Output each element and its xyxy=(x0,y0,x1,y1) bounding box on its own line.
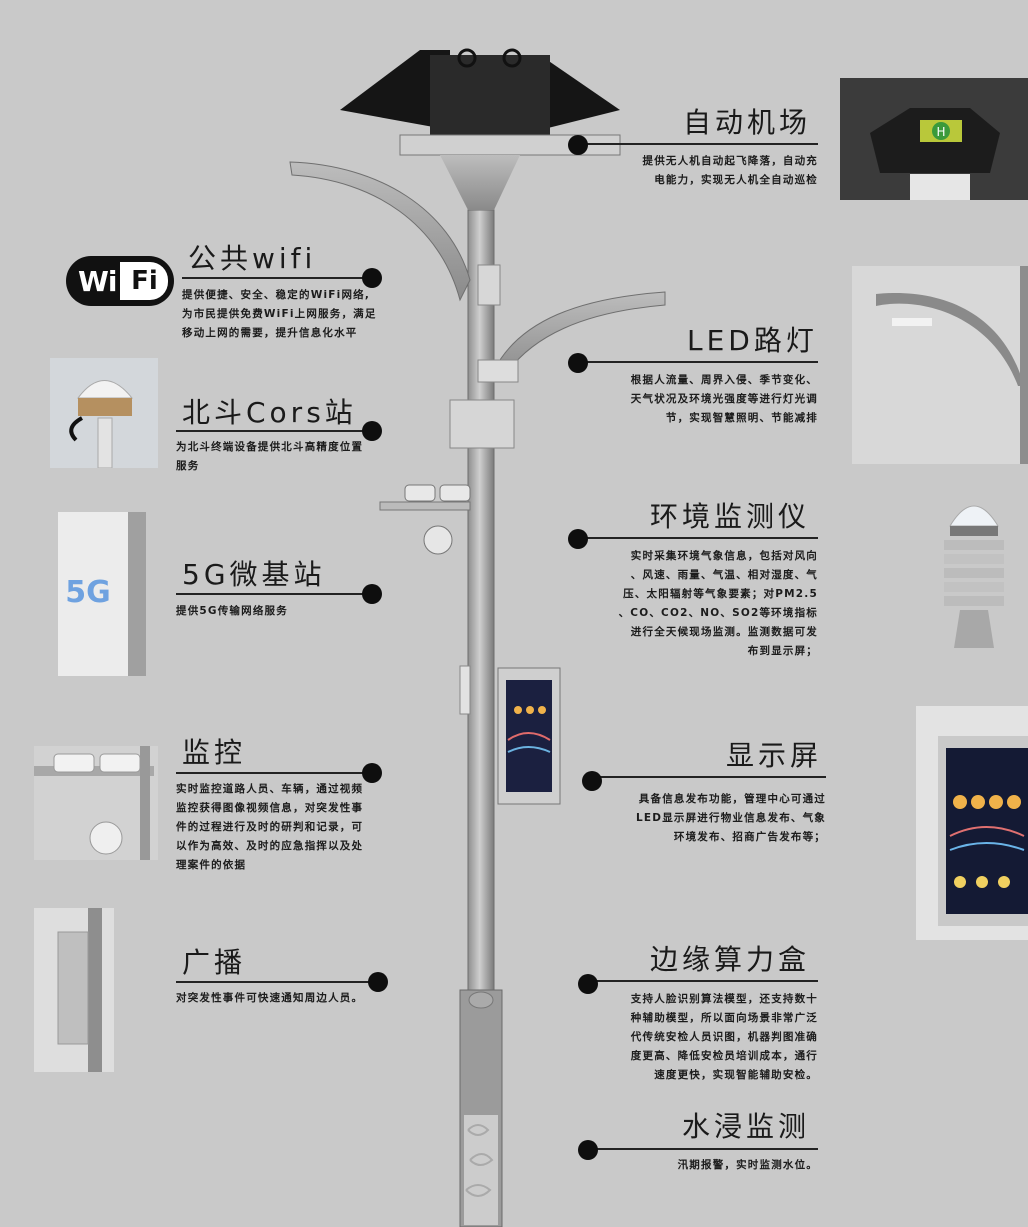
feature-title: 环境监测仪 xyxy=(650,500,811,533)
feature-dot-icon xyxy=(362,421,382,441)
feature-title: LED路灯 xyxy=(687,324,818,357)
feature-desc: 具备信息发布功能，管理中心可通过 LED显示屏进行物业信息发布、气象 环境发布、… xyxy=(636,793,826,843)
feature-rule xyxy=(586,537,818,539)
feature-desc: 支持人脸识别算法模型，还支持数十 种辅助模型，所以面向场景非常广泛 代传统安检人… xyxy=(630,993,818,1081)
display-screen-photo xyxy=(916,706,1028,940)
feature-dot-icon xyxy=(362,584,382,604)
feature-dot-icon xyxy=(568,135,588,155)
feature-title: 边缘算力盒 xyxy=(650,943,811,976)
drone-airport-roof xyxy=(340,50,450,130)
feature-desc: 根据人流量、周界入侵、季节变化、 天气状况及环境光强度等进行灯光调 节，实现智慧… xyxy=(630,374,818,424)
drone-airport-photo: H xyxy=(840,78,1028,200)
feature-desc: 为北斗终端设备提供北斗高精度位置 服务 xyxy=(176,441,364,472)
feature-dot-icon xyxy=(568,353,588,373)
feature-rule xyxy=(176,772,372,774)
feature-title: 5G微基站 xyxy=(182,558,326,591)
feature-rule xyxy=(600,776,826,778)
feature-desc: 实时监控道路人员、车辆，通过视频 监控获得图像视频信息，对突发性事 件的过程进行… xyxy=(176,783,364,871)
feature-dot-icon xyxy=(362,268,382,288)
env-monitor-photo xyxy=(920,488,1028,666)
feature-dot-icon xyxy=(578,1140,598,1160)
fiveg-badge: 5G xyxy=(65,575,111,610)
feature-rule xyxy=(586,361,818,363)
feature-title: 监控 xyxy=(182,736,247,769)
wifi-logo-fi: Fi xyxy=(120,262,169,300)
feature-desc: 汛期报警，实时监测水位。 xyxy=(677,1159,818,1171)
feature-desc: 提供无人机自动起飞降落，自动充 电能力，实现无人机全自动巡检 xyxy=(642,155,818,186)
broadcast-speaker-photo xyxy=(34,908,114,1072)
feature-title: 北斗Cors站 xyxy=(182,396,357,429)
helipad-letter: H xyxy=(936,125,945,139)
feature-title: 水浸监测 xyxy=(682,1110,811,1143)
feature-dot-icon xyxy=(582,771,602,791)
feature-rule xyxy=(176,430,372,432)
feature-title: 公共wifi xyxy=(188,242,317,275)
feature-desc: 实时采集环境气象信息，包括对风向 、风速、雨量、气温、相对湿度、气 压、太阳辐射… xyxy=(618,550,818,657)
feature-title: 显示屏 xyxy=(726,739,823,772)
smart-pole-illustration xyxy=(289,48,666,1227)
feature-desc: 提供便捷、安全、稳定的WiFi网络, 为市民提供免费WiFi上网服务，满足 移动… xyxy=(182,289,377,339)
wifi-logo-icon: Wi Fi xyxy=(66,256,174,306)
feature-dot-icon xyxy=(368,972,388,992)
feature-dot-icon xyxy=(578,974,598,994)
feature-desc: 提供5G传输网络服务 xyxy=(176,605,288,617)
feature-rule xyxy=(176,981,378,983)
feature-title: 广播 xyxy=(182,946,247,979)
feature-rule xyxy=(586,143,818,145)
beidou-cors-photo xyxy=(50,358,158,468)
feature-rule xyxy=(176,593,372,595)
feature-dot-icon xyxy=(362,763,382,783)
feature-rule xyxy=(596,1148,818,1150)
feature-rule xyxy=(596,980,818,982)
feature-title: 自动机场 xyxy=(683,106,812,139)
feature-desc: 对突发性事件可快速通知周边人员。 xyxy=(176,992,364,1004)
feature-rule xyxy=(182,277,372,279)
surveillance-photo xyxy=(34,746,158,860)
fiveg-base-photo: 5G xyxy=(58,512,146,676)
feature-dot-icon xyxy=(568,529,588,549)
wifi-logo-wi: Wi xyxy=(78,264,117,298)
led-streetlight-photo xyxy=(852,266,1028,464)
